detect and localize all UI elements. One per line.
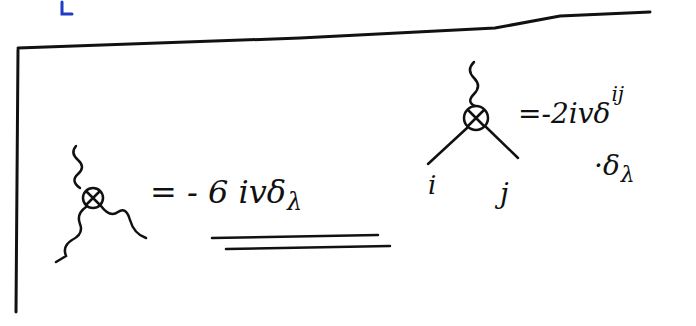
counterterm-vertex xyxy=(464,106,488,130)
subscript: λ xyxy=(621,164,635,186)
index-label: j xyxy=(500,180,509,208)
vertex-cross xyxy=(86,191,100,205)
superscript: ij xyxy=(611,84,624,104)
blue-pen-mark xyxy=(62,2,72,14)
subscript: λ xyxy=(287,190,302,214)
vertex-cross xyxy=(468,110,484,126)
vertex-rule: ·δ xyxy=(594,152,620,180)
vertex-rule: = - 6 ivδ xyxy=(150,176,286,208)
counterterm-vertex xyxy=(83,188,103,208)
wavy-line xyxy=(56,207,86,262)
frame-top-line xyxy=(18,12,650,48)
wavy-line xyxy=(101,206,146,238)
scalar-line xyxy=(428,128,467,164)
index-label: i xyxy=(428,172,436,198)
wavy-line xyxy=(73,146,82,188)
frame-left-line xyxy=(16,50,18,312)
double-underline xyxy=(212,235,390,249)
scalar-line xyxy=(486,127,518,158)
vertex-rule: =-2ivδ xyxy=(518,100,610,128)
wavy-line xyxy=(470,62,478,106)
